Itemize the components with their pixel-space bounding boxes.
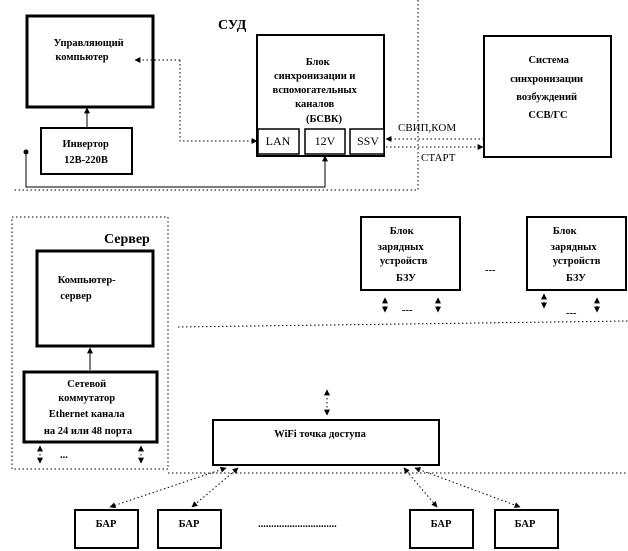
excitation-system-box [483,35,612,158]
network-switch-box [22,370,159,444]
bar-unit-4-box [494,509,559,549]
switch-ports-ellipsis: ... [60,450,68,461]
charger-region-divider [177,320,628,328]
inverter-label: Инвертор 12В-220В [63,139,112,166]
charger-block-1-box [360,216,461,291]
bar-units-ellipsis: .............................. [258,519,337,530]
12v-port-label: 12V [315,134,336,148]
wifi-bar-link-3 [403,467,438,508]
sync-block-label: Блок синхронизации и вспомогательных кан… [273,57,360,125]
start-signal: СТАРТ [421,152,456,164]
wifi-access-point-label: WiFi точка доступа [274,429,366,440]
pc-to-lan-link [179,60,258,144]
sud-region-border [12,0,419,191]
12v-port [304,128,346,155]
bar-unit-2-label: БАР [179,519,200,530]
charger-block-1-label: Блок зарядных устройств БЗУ [378,226,430,284]
svip-com-signal: СВИП,КОМ [398,122,456,134]
server-computer-label: Компьютер- сервер [58,275,119,302]
bar-unit-4-label: БАР [515,519,536,530]
wifi-bar-link-1 [109,466,227,509]
charger-ellipsis: --- [485,265,496,276]
ssv-port [349,128,385,155]
bar-unit-3-box [409,509,474,549]
wifi-bar-link-2 [191,467,239,508]
bar-unit-1-label: БАР [96,519,117,530]
control-computer-box [25,14,155,109]
bar-unit-3-label: БАР [431,519,452,530]
lan-port [257,128,300,155]
control-computer-label: Управляющий компьютер [54,38,127,63]
power-feed-source-dot [23,149,29,155]
bar-unit-1-box [74,509,139,549]
bar-unit-2-box [157,509,222,549]
ssv-port-label: SSV [357,134,379,148]
server-title: Сервер [104,232,150,247]
power-feed-line [25,152,328,188]
charger-block-2-label: Блок зарядных устройств БЗУ [551,226,603,284]
charger-1-ports-ellipsis: --- [402,305,413,316]
wifi-bar-link-4 [414,467,521,508]
lan-port-label: LAN [266,134,291,148]
wifi-access-point-box [212,419,440,466]
sud-title: СУД [218,18,247,33]
network-switch-label: Сетевой коммутатор Ethernet канала на 24… [44,379,133,437]
server-computer-box [35,249,155,348]
charger-block-2-box [526,216,627,291]
excitation-system-label: Система синхронизации возбуждений ССВ/ГС [510,55,585,121]
inverter-box [40,127,133,175]
charger-2-ports-ellipsis: --- [566,308,577,319]
